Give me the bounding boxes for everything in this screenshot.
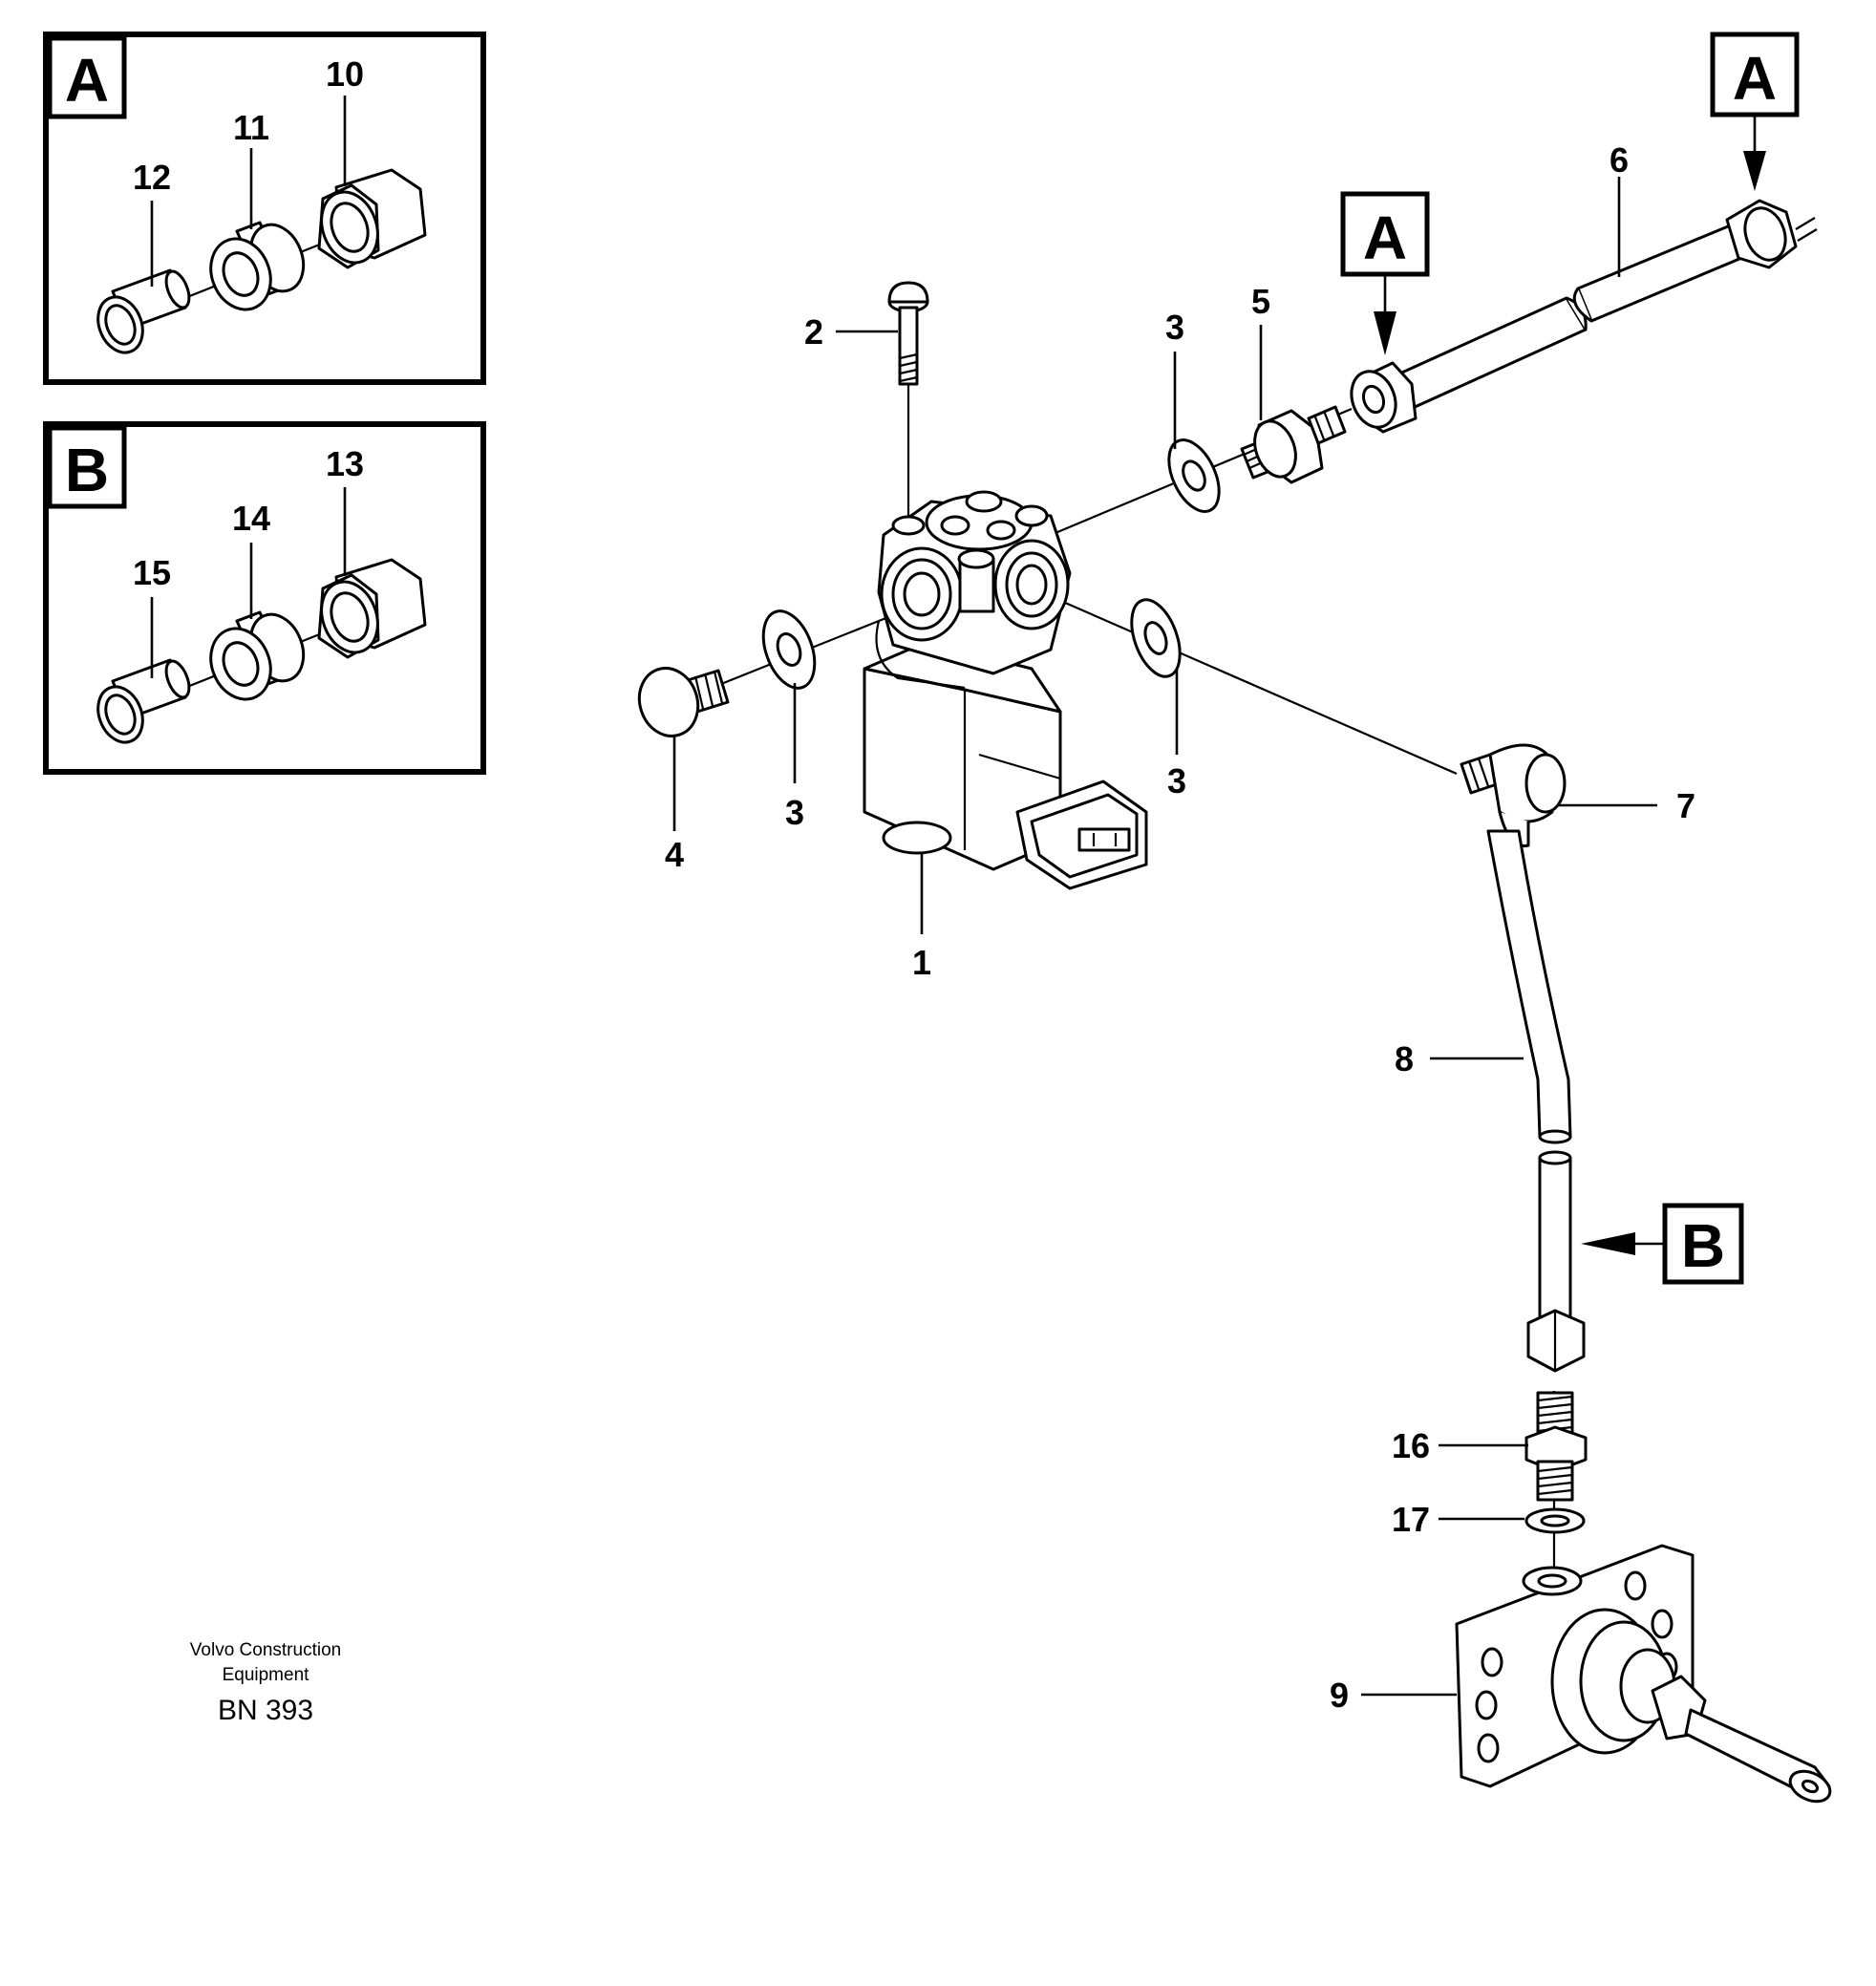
ring-14 bbox=[209, 610, 306, 701]
label-11: 11 bbox=[233, 108, 269, 147]
nut-13 bbox=[317, 558, 427, 659]
nipple-16 bbox=[1524, 1391, 1588, 1502]
label-10: 10 bbox=[326, 54, 364, 94]
washer-3-upper bbox=[1167, 438, 1221, 513]
ring-11 bbox=[209, 221, 306, 311]
label-3-top: 3 bbox=[1165, 308, 1184, 347]
tag-a-middle: A bbox=[1340, 191, 1430, 355]
label-17: 17 bbox=[1392, 1500, 1430, 1539]
sleeve-12 bbox=[96, 268, 191, 354]
washer-17 bbox=[1524, 1507, 1586, 1534]
label-12: 12 bbox=[133, 158, 171, 197]
hand-valve-9 bbox=[1455, 1544, 1832, 1804]
label-13: 13 bbox=[326, 444, 364, 483]
label-3-left: 3 bbox=[785, 793, 804, 832]
assembly-axis-lines bbox=[711, 311, 1556, 1576]
svg-text:A: A bbox=[1363, 203, 1407, 272]
plug-4 bbox=[637, 667, 730, 737]
nut-10 bbox=[317, 168, 427, 269]
label-8: 8 bbox=[1395, 1039, 1414, 1078]
detail-box-b-tag: B bbox=[65, 436, 109, 504]
drawing-code: BN 393 bbox=[218, 1695, 313, 1726]
nut-a-far bbox=[1725, 199, 1798, 269]
credit-line-1: Volvo Construction bbox=[190, 1640, 341, 1660]
label-16: 16 bbox=[1392, 1426, 1430, 1465]
detail-box-a-tag: A bbox=[65, 46, 109, 115]
label-5: 5 bbox=[1251, 282, 1270, 321]
svg-text:A: A bbox=[1733, 44, 1777, 113]
label-14: 14 bbox=[232, 499, 270, 538]
tee-fitting-7 bbox=[1460, 743, 1567, 848]
detail-box-b: B 15 14 13 bbox=[43, 421, 486, 775]
label-3-right: 3 bbox=[1167, 761, 1186, 801]
footer-credit: Volvo Construction Equipment BN 393 bbox=[190, 1640, 341, 1726]
tag-b: B bbox=[1581, 1203, 1744, 1285]
bolt-2 bbox=[887, 281, 929, 386]
nut-a-near bbox=[1350, 361, 1418, 434]
label-15: 15 bbox=[133, 553, 171, 592]
washer-3-left bbox=[761, 609, 817, 690]
sleeve-15 bbox=[96, 658, 191, 744]
hose-8 bbox=[1486, 829, 1586, 1373]
label-7: 7 bbox=[1676, 786, 1695, 825]
label-4: 4 bbox=[665, 835, 684, 874]
tag-a-top-right: A bbox=[1710, 32, 1800, 191]
adapter-5 bbox=[1240, 405, 1347, 484]
solenoid-valve-1 bbox=[863, 490, 1148, 890]
detail-box-a: A 12 11 10 bbox=[43, 32, 486, 385]
label-6: 6 bbox=[1610, 140, 1629, 180]
credit-line-2: Equipment bbox=[223, 1665, 310, 1685]
washer-3-right bbox=[1130, 598, 1182, 678]
label-9: 9 bbox=[1330, 1676, 1349, 1715]
svg-text:B: B bbox=[1681, 1211, 1725, 1280]
callout-labels: 2 3 5 6 3 3 4 1 7 8 16 17 9 bbox=[665, 140, 1695, 1715]
label-1: 1 bbox=[912, 943, 931, 982]
label-2: 2 bbox=[804, 312, 823, 352]
